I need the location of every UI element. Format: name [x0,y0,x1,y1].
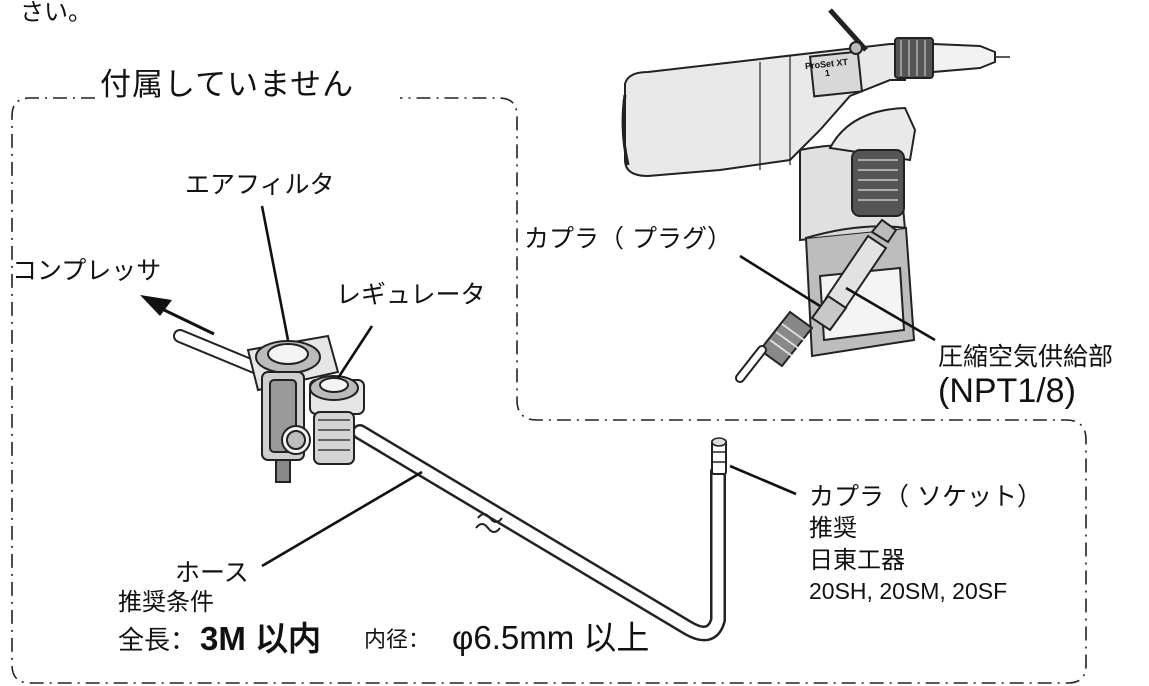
length-value: 3M 以内 [200,620,322,657]
leader-regulator [336,325,374,379]
leader-air-supply [845,286,936,342]
not-included-heading: 付属していません [100,67,355,103]
coupler-plug-part [810,218,898,332]
leader-coupler-socket [729,464,797,496]
models-label: 20SH, 20SM, 20SF [809,578,1008,604]
maker-label: 日東工器 [809,546,905,574]
leader-hose [261,470,423,568]
npt-label: (NPT1/8) [938,372,1076,410]
hose-label: ホース [175,558,249,587]
compressor-label: コンプレッサ [12,256,162,285]
air-filter-label: エアフィルタ [185,170,335,199]
coupler-plug-label: カプラ（ プラグ） [524,224,732,253]
rivet-tool [621,8,1010,358]
air-supply-label: 圧縮空気供給部 [938,342,1114,371]
recommended-label: 推奨 [809,514,857,542]
regulator-label: レギュレータ [336,280,486,309]
loose-socket-part [735,310,814,383]
coupler-socket-part [711,437,727,475]
not-included-boundary [11,97,1087,684]
compressor-hose [173,329,269,377]
diameter-value: φ6.5mm 以上 [452,619,650,656]
diameter-prefix: 内径： [364,628,431,653]
conditions-heading: 推奨条件 [118,588,214,616]
filter-regulator-assembly [246,334,365,483]
top-fragment-text: さい。 [20,0,92,26]
length-prefix: 全長： [118,626,197,656]
leader-lines [260,205,936,568]
coupler-socket-label: カプラ（ ソケット） [809,482,1042,511]
compressor-arrow [140,295,215,336]
leader-air-filter [260,205,290,341]
main-hose [352,424,726,642]
leader-coupler-plug [739,254,821,308]
